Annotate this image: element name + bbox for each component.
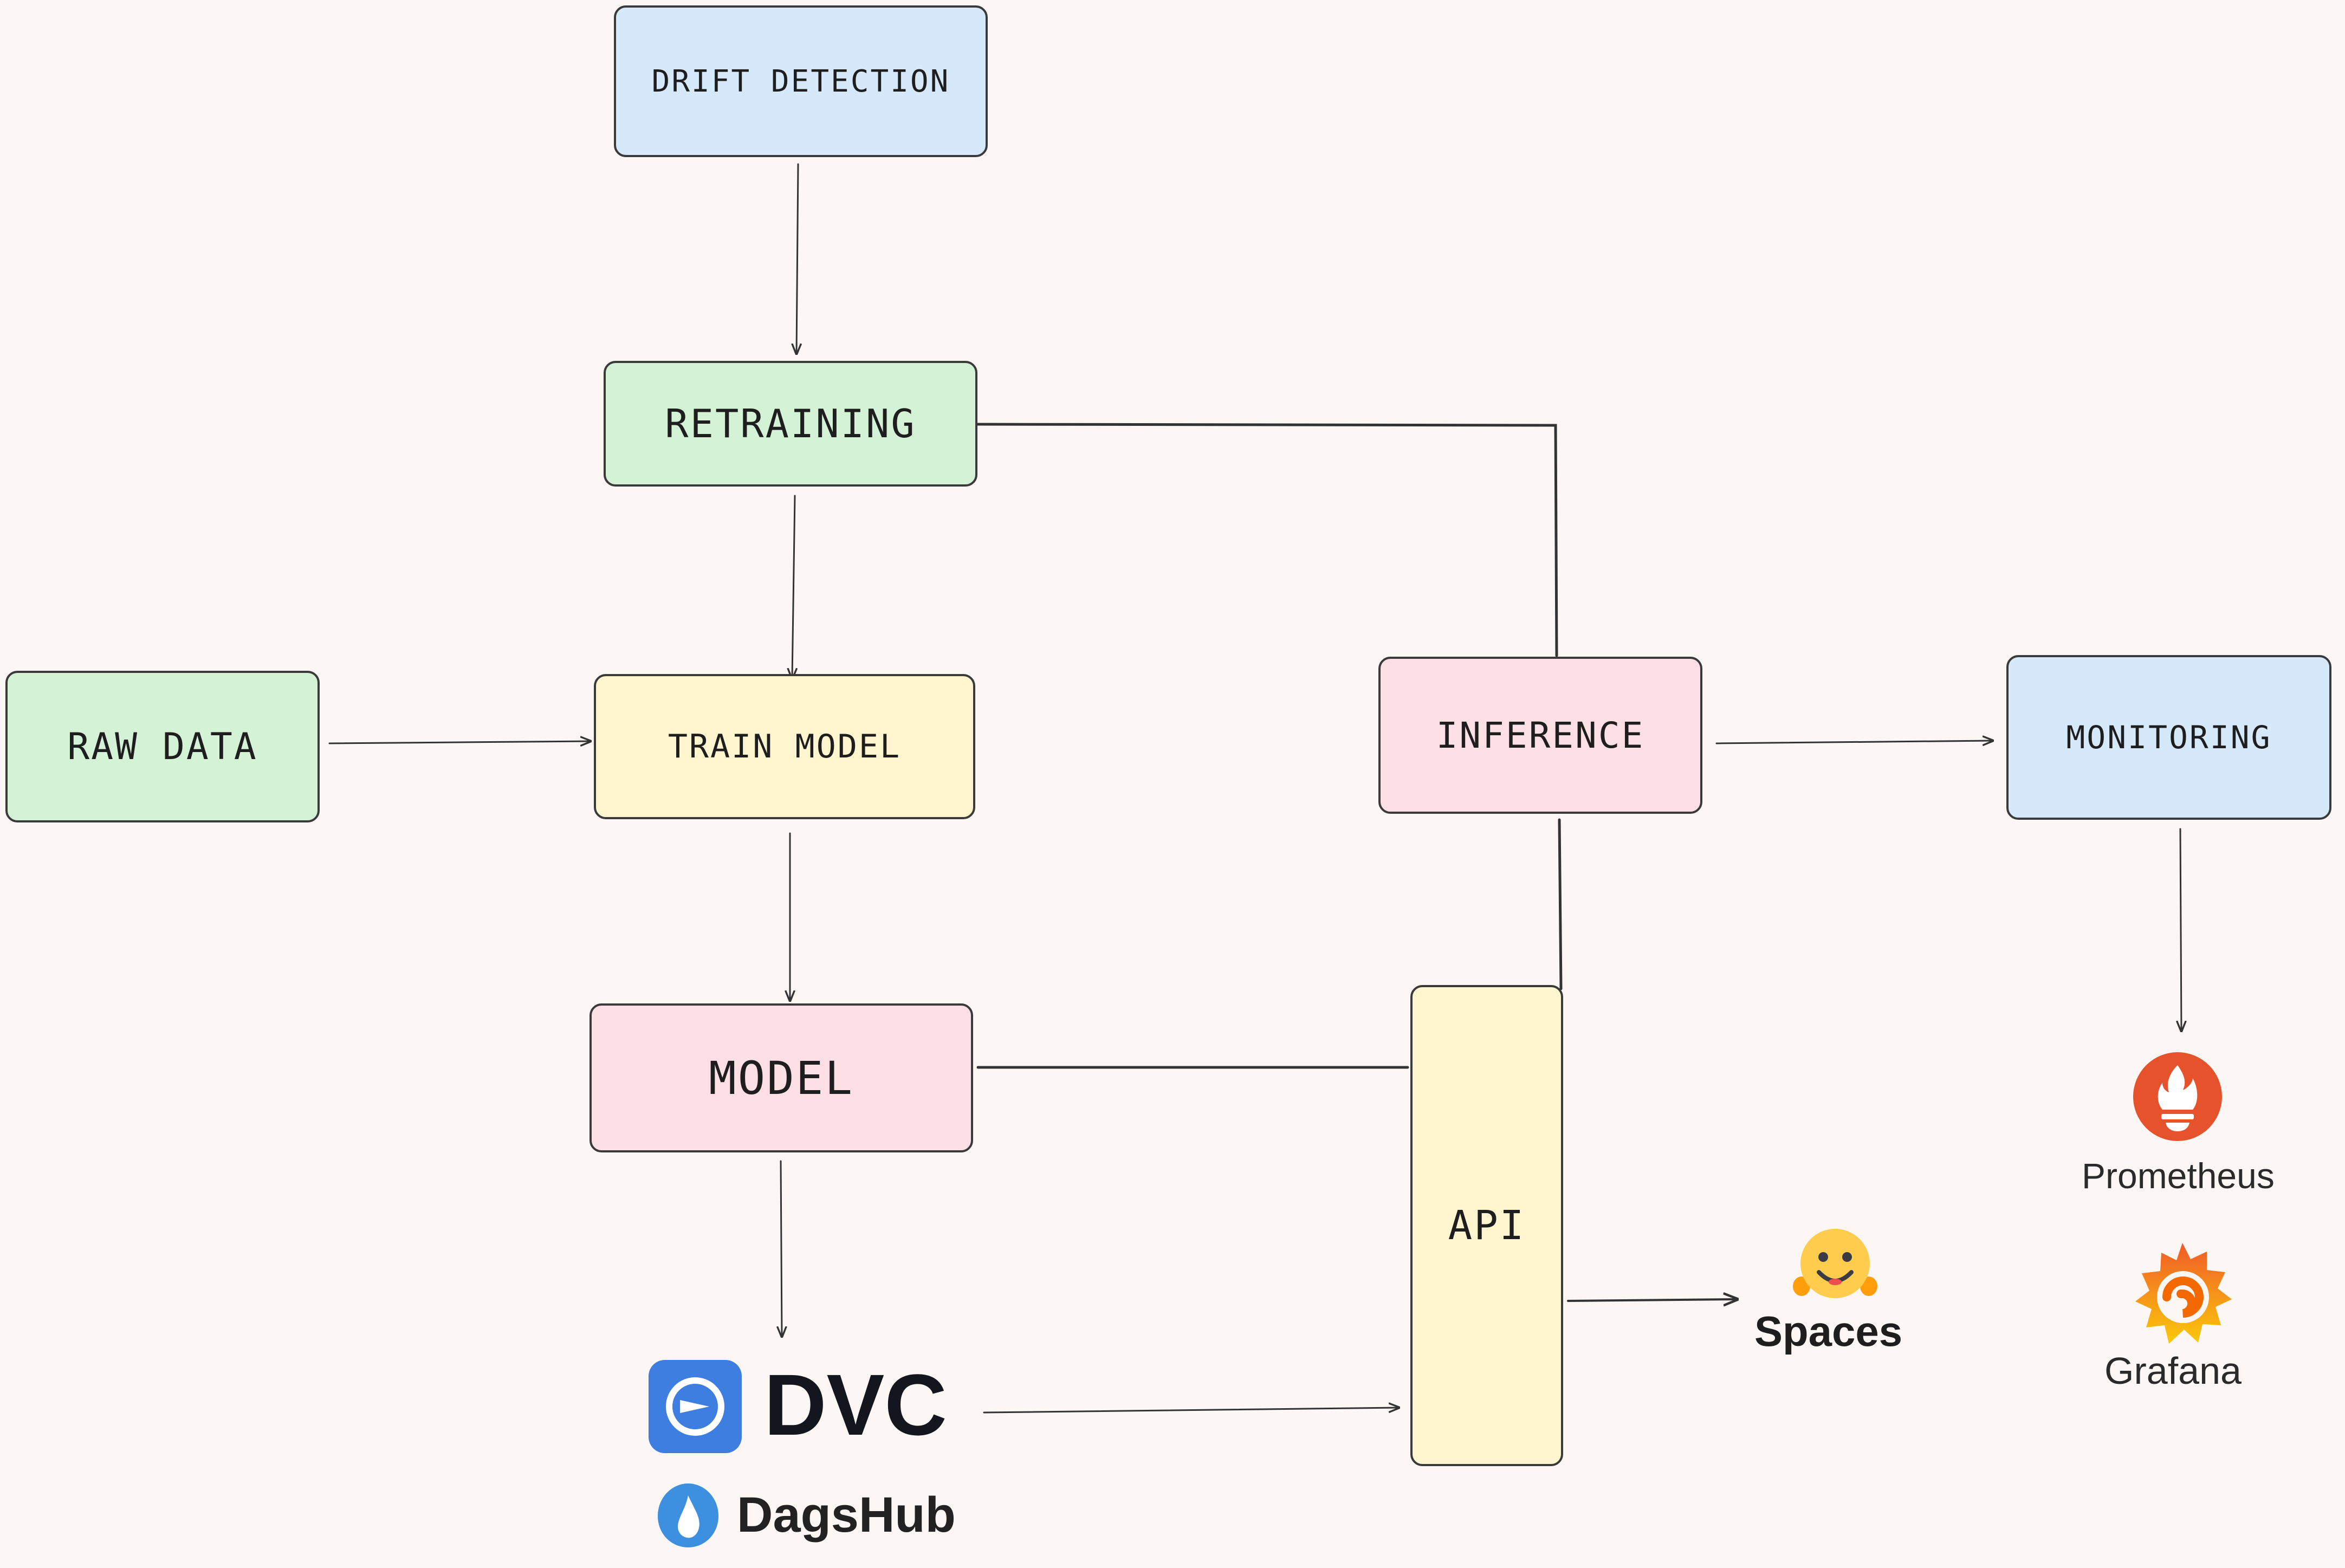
dvc-icon — [649, 1360, 742, 1453]
edge-api-to-spaces — [1567, 1299, 1737, 1301]
grafana-label: Grafana — [2104, 1350, 2242, 1392]
node-api-label: API — [1448, 1202, 1526, 1249]
edge-inference-to-api — [1558, 818, 1563, 990]
dagshub-label: DagsHub — [737, 1487, 956, 1543]
edge-model-to-dvc — [781, 1160, 782, 1337]
node-raw-data[interactable]: RAW DATA — [5, 671, 320, 822]
node-api[interactable]: API — [1410, 985, 1563, 1466]
node-retraining[interactable]: RETRAINING — [604, 361, 977, 487]
node-train-model-label: TRAIN MODEL — [668, 728, 902, 766]
node-model[interactable]: MODEL — [590, 1003, 973, 1152]
node-train-model[interactable]: TRAIN MODEL — [594, 674, 975, 819]
prometheus-label: Prometheus — [2082, 1156, 2275, 1196]
prometheus-icon — [2133, 1052, 2222, 1141]
edge-dvc-to-api — [983, 1408, 1399, 1414]
edge-retraining-to-train-model — [792, 495, 795, 678]
edge-monitoring-to-prometheus — [2180, 828, 2181, 1031]
edge-raw-data-to-train-model — [328, 741, 591, 743]
node-retraining-label: RETRAINING — [665, 401, 916, 446]
spaces-label: Spaces — [1754, 1307, 1903, 1355]
dagshub-icon — [658, 1483, 718, 1547]
node-inference[interactable]: INFERENCE — [1378, 657, 1702, 814]
edge-inference-to-monitoring — [1715, 741, 1993, 743]
grafana-icon — [2135, 1243, 2232, 1344]
edge-drift-to-retraining — [796, 163, 798, 354]
dvc-label: DVC — [764, 1356, 947, 1453]
node-drift-detection-label: DRIFT DETECTION — [651, 63, 950, 99]
node-monitoring[interactable]: MONITORING — [2006, 655, 2331, 820]
node-inference-label: INFERENCE — [1436, 714, 1645, 756]
node-raw-data-label: RAW DATA — [67, 725, 258, 768]
node-monitoring-label: MONITORING — [2066, 719, 2272, 756]
node-drift-detection[interactable]: DRIFT DETECTION — [614, 5, 988, 157]
hugging-face-icon — [1793, 1229, 1877, 1298]
edge-retraining-to-inference — [973, 423, 1558, 657]
node-model-label: MODEL — [709, 1051, 854, 1105]
